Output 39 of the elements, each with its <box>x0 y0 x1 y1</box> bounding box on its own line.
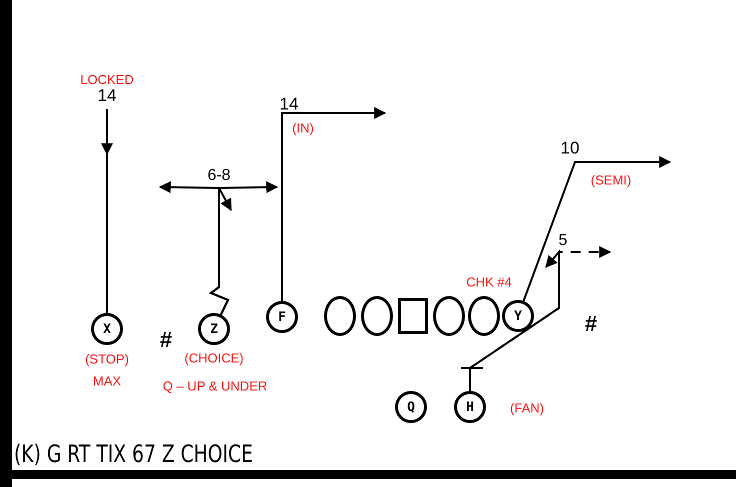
route-arrow <box>209 187 232 316</box>
hash-mark: # <box>160 329 172 351</box>
route-arrow <box>101 109 113 156</box>
route-note: LOCKED <box>80 73 134 87</box>
player-circle <box>198 313 230 345</box>
route-arrow <box>281 107 386 301</box>
player-circle <box>502 300 534 332</box>
depth-number: 6-8 <box>207 168 231 184</box>
hash-mark: # <box>584 313 598 335</box>
player-letter: X <box>103 322 111 336</box>
lineman-circle <box>433 296 465 336</box>
player-circle <box>266 301 298 333</box>
depth-number: 14 <box>98 86 116 104</box>
player-circle <box>395 391 427 423</box>
depth-number: 14 <box>280 96 298 112</box>
route-arrow <box>522 156 672 302</box>
player-letter: H <box>466 400 474 414</box>
route-note: Q – UP & UNDER <box>162 380 268 392</box>
depth-number: 10 <box>560 140 580 156</box>
route-note: CHK #4 <box>466 276 512 288</box>
player-circle <box>454 391 486 423</box>
lineman-circle <box>361 296 393 336</box>
assignment-note: (CHOICE) <box>184 352 244 364</box>
player-letter: Q <box>407 400 415 414</box>
player-letter: Z <box>210 322 218 336</box>
lineman-circle <box>324 296 356 336</box>
player-letter: Y <box>514 308 522 324</box>
depth-number: 5 <box>558 233 568 249</box>
lineman-circle <box>468 296 500 336</box>
route-note: (SEMI) <box>590 174 632 186</box>
player-letter: F <box>278 310 286 324</box>
assignment-note: (STOP) <box>85 352 129 366</box>
route-arrow <box>469 246 612 391</box>
assignment-note: (FAN) <box>510 402 544 414</box>
center-square <box>398 298 428 334</box>
route-note: (IN) <box>292 122 314 134</box>
play-caption: (K) G RT TIX 67 Z CHOICE <box>14 442 253 466</box>
player-circle <box>91 313 123 345</box>
assignment-note: MAX <box>92 374 122 388</box>
